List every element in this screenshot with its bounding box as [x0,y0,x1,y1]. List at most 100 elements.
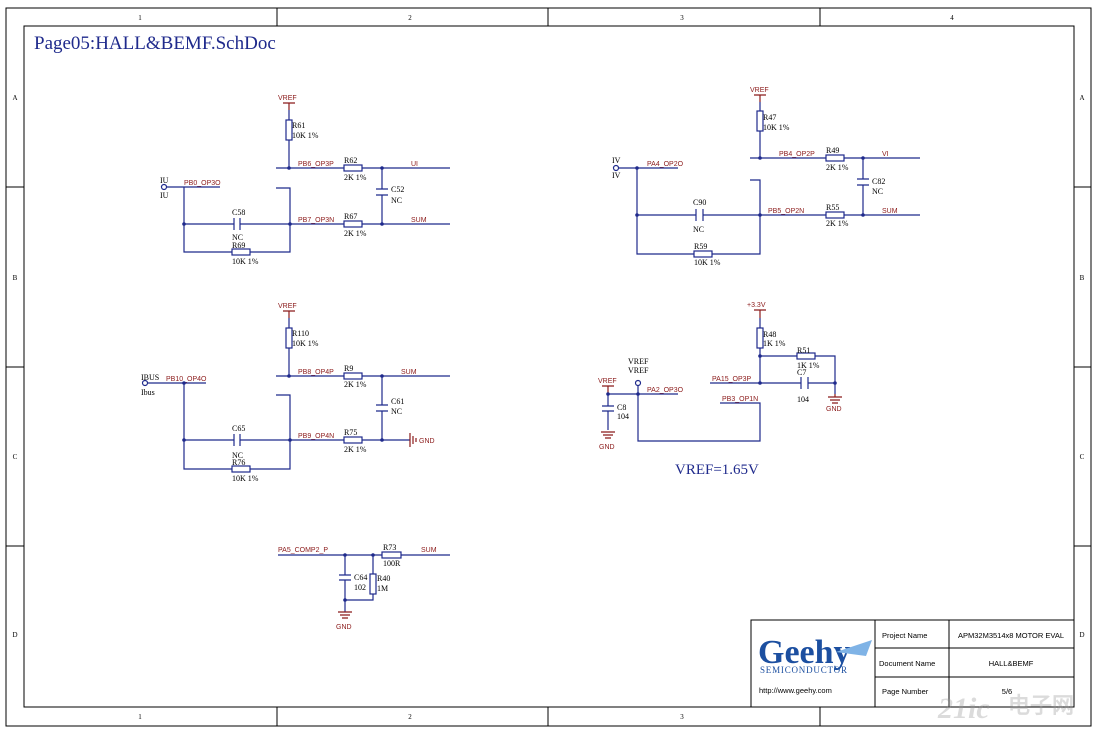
r61-val: 10K 1% [292,131,319,140]
r40-ref: R40 [377,574,390,583]
circuit-vref: +3.3V R48 1K 1% R51 1K 1% C7 104 PA15_OP… [598,302,842,478]
port-ibus-pin[interactable] [141,379,149,387]
zone-left-b: B [13,274,18,282]
net-pa2-op3o: PA2_OP3O [647,387,684,394]
r51-val: 1K 1% [797,361,820,370]
port-iv-label-2: IV [612,171,621,180]
c8-val: 104 [617,412,629,421]
c7-ref: C7 [797,368,806,377]
c65-val: NC [232,451,243,460]
title-block: Geehy SEMICONDUCTOR http://www.geehy.com… [750,619,1075,708]
net-pb4-op2p: PB4_OP2P [779,151,815,158]
c82-val: NC [872,187,883,196]
port-ibus-label-2: Ibus [141,388,155,397]
net-pb5-op2n: PB5_OP2N [768,208,804,215]
r69-val: 10K 1% [232,257,259,266]
r40-val: 1M [377,584,388,593]
vref-iu: VREF [278,95,297,102]
net-pb6-op3p: PB6_OP3P [298,161,334,168]
c52-ref: C52 [391,185,404,194]
r110-val: 10K 1% [292,339,319,348]
port-iu-pin[interactable] [160,183,168,191]
gnd-comp: GND [336,624,352,631]
zone-top-1: 1 [138,14,142,22]
port-vref-label-2: VREF [628,366,649,375]
net-pb10-op4o: PB10_OP4O [166,376,207,383]
circuit-iu: IU IU PB0_OP3O C58 NC R69 10K 1% PB7_OP3… [160,95,450,266]
r61-ref: R61 [292,121,305,130]
r47-ref: R47 [763,113,776,122]
vref-sym: VREF [598,378,617,385]
net-pb0-op3o: PB0_OP3O [184,180,221,187]
zone-right-a: A [1079,94,1084,102]
sheet-title: Page05:HALL&BEMF.SchDoc [34,33,276,54]
sheet-frame [5,7,1092,727]
circuit-comp: PA5_COMP2_P R73 100R SUM C64 102 R40 1M … [278,543,450,631]
port-iv-pin[interactable] [612,164,620,172]
logo-text: Geehy [758,634,851,671]
c65-ref: C65 [232,424,245,433]
page-value: 5/6 [1002,687,1012,696]
r62-ref: R62 [344,156,357,165]
port-vref-pin[interactable] [634,379,642,387]
document-value: HALL&BEMF [989,659,1034,668]
net-sum-ibus: SUM [401,369,417,376]
r62-val: 2K 1% [344,173,367,182]
r48-ref: R48 [763,330,776,339]
zone-right-d: D [1079,631,1084,639]
vref-note: VREF=1.65V [675,462,759,478]
r110-ref: R110 [292,329,309,338]
net-sum-vi: SUM [882,208,898,215]
r76-ref: R76 [232,458,245,467]
logo-sub: SEMICONDUCTOR [760,665,848,675]
r49-ref: R49 [826,146,839,155]
watermark-a: 21ic [937,692,990,725]
net-sum-comp: SUM [421,547,437,554]
port-iu-label: IU [160,176,169,185]
r55-ref: R55 [826,203,839,212]
net-pb7-op3n: PB7_OP3N [298,217,334,224]
zone-top-4: 4 [950,14,954,22]
r73-ref: R73 [383,543,396,552]
project-value: APM32M3514x8 MOTOR EVAL [958,631,1064,640]
gnd-vref-2: GND [599,444,615,451]
net-pa4-op2o: PA4_OP2O [647,161,684,168]
gnd-ibus: GND [419,438,435,445]
zone-top-2: 2 [408,14,412,22]
circuit-vi: IV IV PA4_OP2O C90 NC R59 10K 1% PB5_OP2… [612,87,920,267]
watermark-b: 电子网 [1008,693,1074,718]
net-pa5-comp2-p: PA5_COMP2_P [278,547,328,554]
r73-val: 100R [383,559,401,568]
c58-ref: C58 [232,208,245,217]
logo-accent-icon [836,640,872,656]
vref-ibus: VREF [278,303,297,310]
port-vref-label: VREF [628,357,649,366]
r67-val: 2K 1% [344,229,367,238]
port-ibus-label: IBUS [141,373,159,382]
geehy-logo: Geehy SEMICONDUCTOR [758,634,872,675]
c82-ref: C82 [872,177,885,186]
c8-ref: C8 [617,403,626,412]
c52-val: NC [391,196,402,205]
r9-val: 2K 1% [344,380,367,389]
net-pb9-op4n: PB9_OP4N [298,433,334,440]
c58-val: NC [232,233,243,242]
watermark: 21ic 电子网 [937,692,1074,725]
net-vi: VI [882,151,889,158]
company-url[interactable]: http://www.geehy.com [759,686,832,695]
zone-right-c: C [1080,453,1085,461]
zone-bottom-2: 2 [408,713,412,721]
c90-ref: C90 [693,198,706,207]
zone-right-b: B [1080,274,1085,282]
port-iv-label: IV [612,156,621,165]
zone-bottom-1: 1 [138,713,142,721]
vref-vi: VREF [750,87,769,94]
circuit-ibus: IBUS Ibus PB10_OP4O C65 NC R76 10K 1% PB… [141,303,450,483]
zone-top-3: 3 [680,14,684,22]
port-iu-label-2: IU [160,191,169,200]
zone-bottom-3: 3 [680,713,684,721]
gnd-vref-1: GND [826,406,842,413]
r48-val: 1K 1% [763,339,786,348]
r76-val: 10K 1% [232,474,259,483]
